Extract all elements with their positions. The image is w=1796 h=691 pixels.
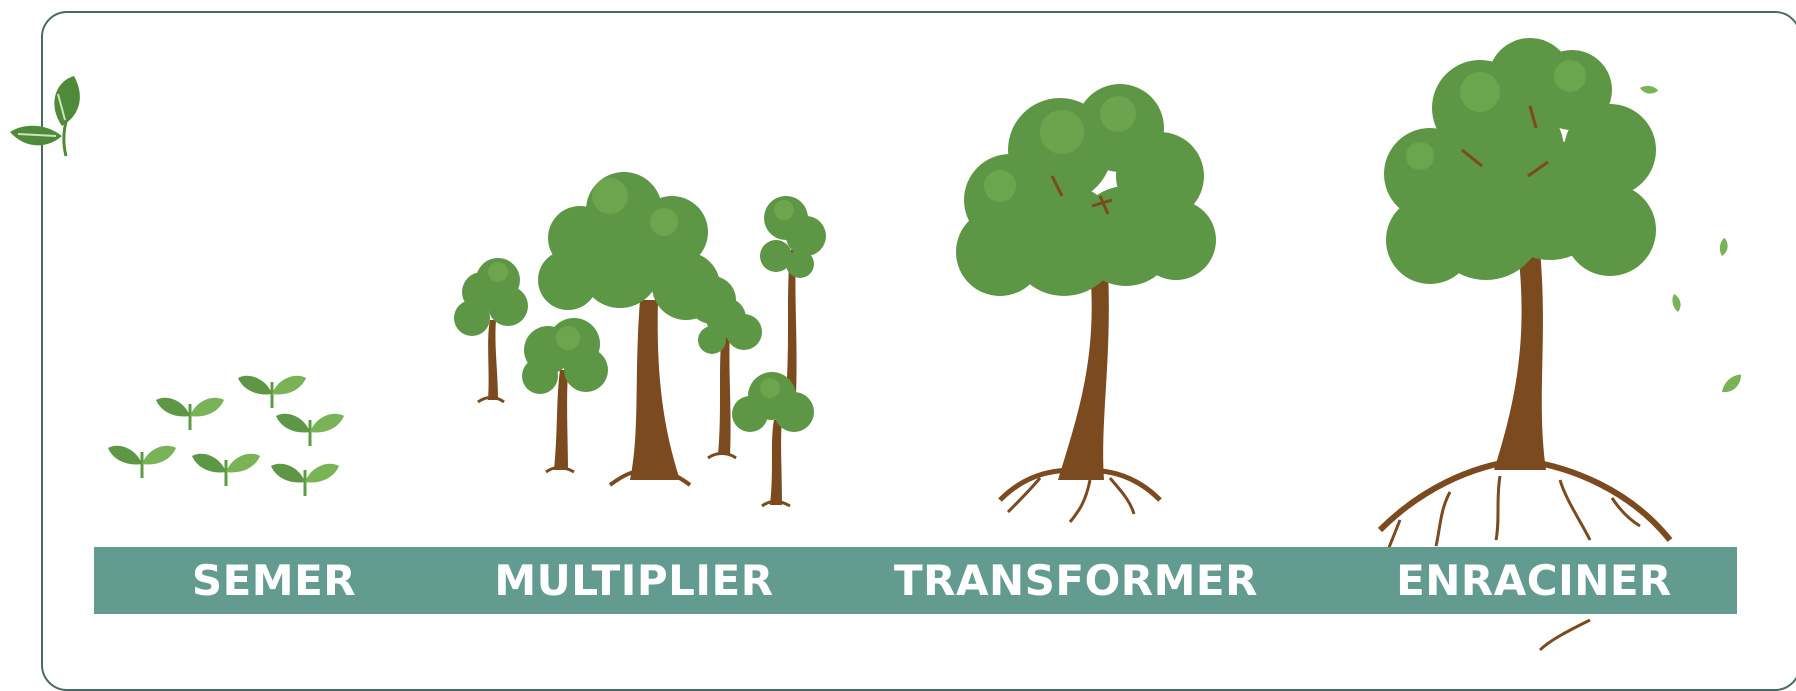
seedlings-icon (106, 374, 346, 498)
stage-label-multiplier: MULTIPLIER (494, 556, 774, 605)
young-forest-icon (454, 172, 826, 508)
stages-illustration (10, 38, 1746, 652)
stage-label-semer: SEMER (191, 556, 357, 605)
rooted-tree-icon (1377, 38, 1673, 652)
leaf-logo-icon (10, 76, 80, 157)
growing-tree-icon (956, 84, 1216, 523)
stage-label-transformer: TRANSFORMER (894, 556, 1258, 605)
stage-label-enraciner: ENRACINER (1396, 556, 1672, 605)
stage-band: SEMER MULTIPLIER TRANSFORMER ENRACINER (94, 547, 1737, 614)
